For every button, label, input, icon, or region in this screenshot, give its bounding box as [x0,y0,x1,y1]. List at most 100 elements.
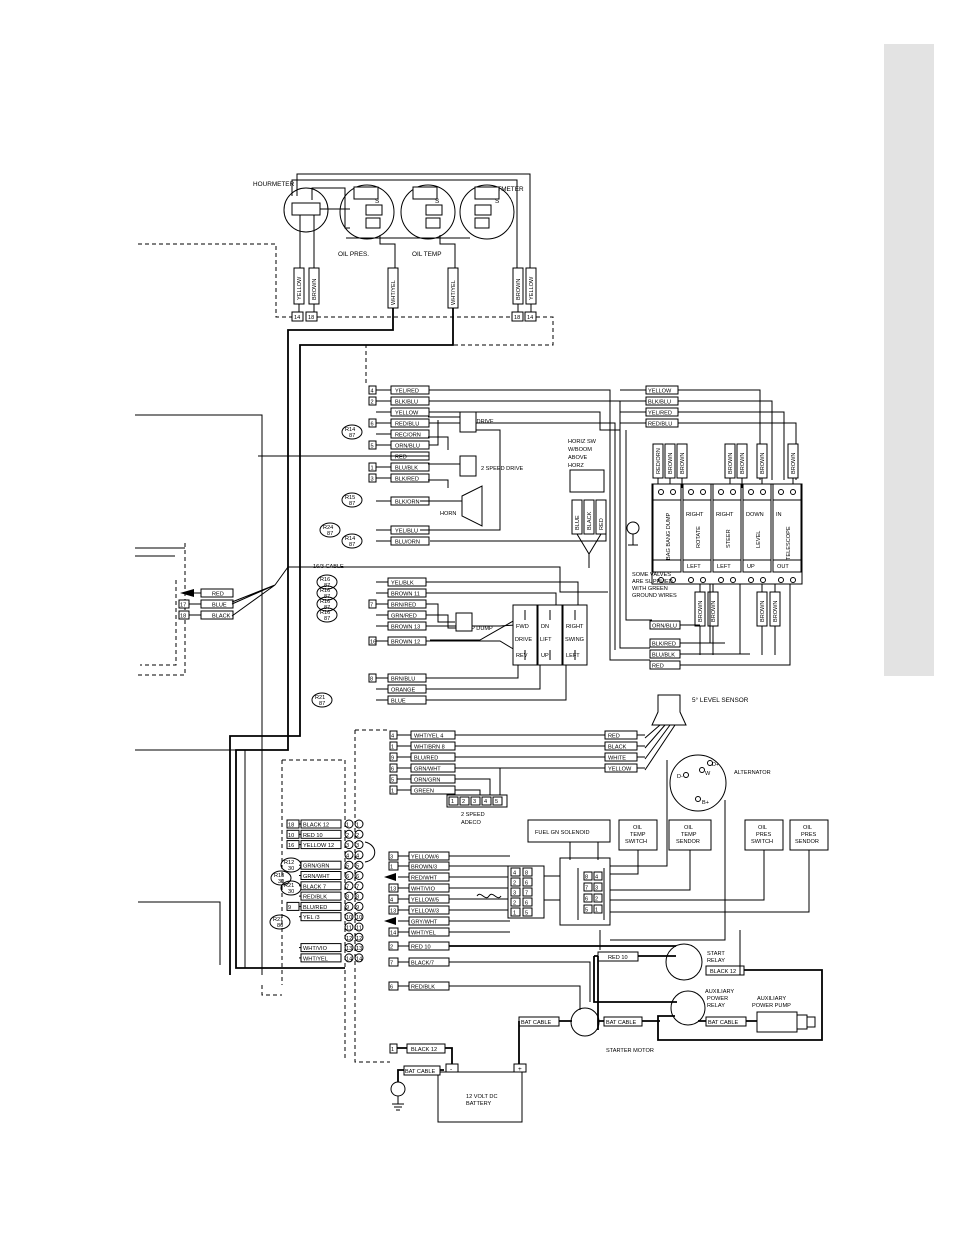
wire-label: BROWN/3 [411,865,437,871]
svg-text:BLACK 12: BLACK 12 [710,969,736,975]
wire-label: WHT/YEL [411,931,436,937]
svg-text:BROWN: BROWN [312,279,318,300]
svg-text:AUXILIARY: AUXILIARY [757,996,786,1002]
valve-vertical-label: RED/ORN [656,448,662,474]
svg-text:WHT/YEL: WHT/YEL [451,280,457,305]
strip-wire-number-text: 18 [288,823,294,829]
svg-text:D-: D- [677,774,683,780]
svg-text:FUEL GN SOLENOID: FUEL GN SOLENOID [535,830,590,836]
fuel-pin-number: 7 [585,886,588,892]
strip-terminal [344,943,354,953]
strip-terminal-number: 8 [346,895,349,901]
svg-text:-: - [450,1066,452,1073]
strip-terminal-number: 3 [346,843,349,849]
oil-pres-switch-box [744,819,784,851]
valve-bottom-box [712,559,742,573]
valve-lower-label: BROWN [711,601,717,622]
svg-text:HORIZ SW: HORIZ SW [568,439,597,445]
relay-label: R16 [320,610,330,616]
horn-label: HORN [440,511,456,517]
fuel-pin [583,893,593,903]
relay-icon [316,607,338,623]
strip-terminal-number: 10 [356,915,362,921]
wire-number-text: 13 [390,887,396,893]
wire-label: GREEN [414,789,434,795]
valve-bottom-label: UP [747,564,755,570]
strip-terminal-number: 1 [346,823,349,829]
strip-terminal-number: 13 [356,946,362,952]
control-pin [510,877,521,887]
wire-number-text: 2 [371,400,374,406]
strip-terminal-number: 14 [346,956,352,962]
svg-text:RELAY: RELAY [707,958,725,964]
relay-icon [311,692,333,708]
wire-label: ORN/BLU [395,444,420,450]
control-pin [510,867,521,877]
wire-number-text: 3 [390,855,393,861]
svg-text:YELLOW: YELLOW [297,276,303,300]
valve-lower-label: BROWN [760,601,766,622]
fuel-pin [583,882,593,892]
fuel-pin-number: 6 [585,897,588,903]
control-pin [522,907,533,917]
svg-text:RED: RED [599,518,605,530]
wire-label: BLACK/7 [411,961,434,967]
control-pin [522,887,533,897]
alternator: W B+ D- D+ ALTERNATOR [669,754,771,812]
spool-valve-mid: LIFT [540,637,552,643]
valve-vertical-label: BROWN [728,453,734,474]
svg-text:BAT CABLE: BAT CABLE [521,1020,552,1026]
gauge-cluster: HOURMETER VOLTMETER OIL PRES. OIL TEMP S… [253,173,537,322]
left-wire-number-text: 17 [180,603,186,609]
valve-name: LEVEL [756,531,762,548]
control-pin [510,887,521,897]
fuel-pin [593,871,603,881]
relay-icon [280,880,302,896]
svg-text:SWITCH: SWITCH [625,839,647,845]
wire-number-text: 6 [390,985,393,991]
strip-terminal [354,912,364,922]
strip-wire-label: YEL /3 [303,915,320,921]
wire-label: BLU/BLK [395,466,418,472]
strip-terminal-number: 8 [356,895,359,901]
section-tab [884,44,934,676]
voltmeter-label: VOLTMETER [485,186,524,193]
svg-text:OIL: OIL [633,825,642,831]
aux-power-relay-icon [670,990,706,1026]
valve-name: TELESCOPE [786,526,792,560]
svg-text:+: + [518,1066,522,1073]
strip-terminal [354,829,364,839]
relay-icon [316,596,338,612]
control-pin [522,897,533,907]
fuel-pin-number: 4 [595,875,598,881]
strip-terminal [354,932,364,942]
wire-number-text: 4 [391,734,394,740]
svg-text:BAT CABLE: BAT CABLE [405,1069,436,1075]
strip-terminal-number: 4 [346,853,349,859]
svg-text:BAT CABLE: BAT CABLE [708,1020,739,1026]
wire-number-text: 13 [390,909,396,915]
sensor-wire-label: WHITE [608,756,626,762]
wire-label: BLK/ORN [395,500,420,506]
relay-icon [280,857,302,873]
left-wire-label: RED [212,592,224,598]
strip-terminal-number: 12 [346,936,352,942]
svg-text:START: START [707,951,725,957]
strip-terminal-number: 2 [356,833,359,839]
fuel-pin-number: 5 [585,908,588,914]
gauge-wire-tags: YELLOW BROWN WHT/YEL WHT/YEL BROWN YELLO… [293,267,537,309]
relay-label: R24 [323,525,333,531]
strip-wire-label: WHT/VIO [303,946,328,952]
svg-text:WITH GREEN: WITH GREEN [632,586,668,592]
start-relay-icon [665,943,703,981]
strip-wire-label: BLU/RED [303,905,327,911]
two-speed-drive-label: 2 SPEED DRIVE [481,466,524,472]
valve-wire-label: YELLOW [648,389,672,395]
wire-label: YEL/BLU [395,529,418,535]
valve-bottom-wire-label: RED [652,664,664,670]
strip-terminal-number: 11 [356,926,362,932]
wire-number-text: 9 [391,756,394,762]
svg-text:S: S [495,198,499,205]
